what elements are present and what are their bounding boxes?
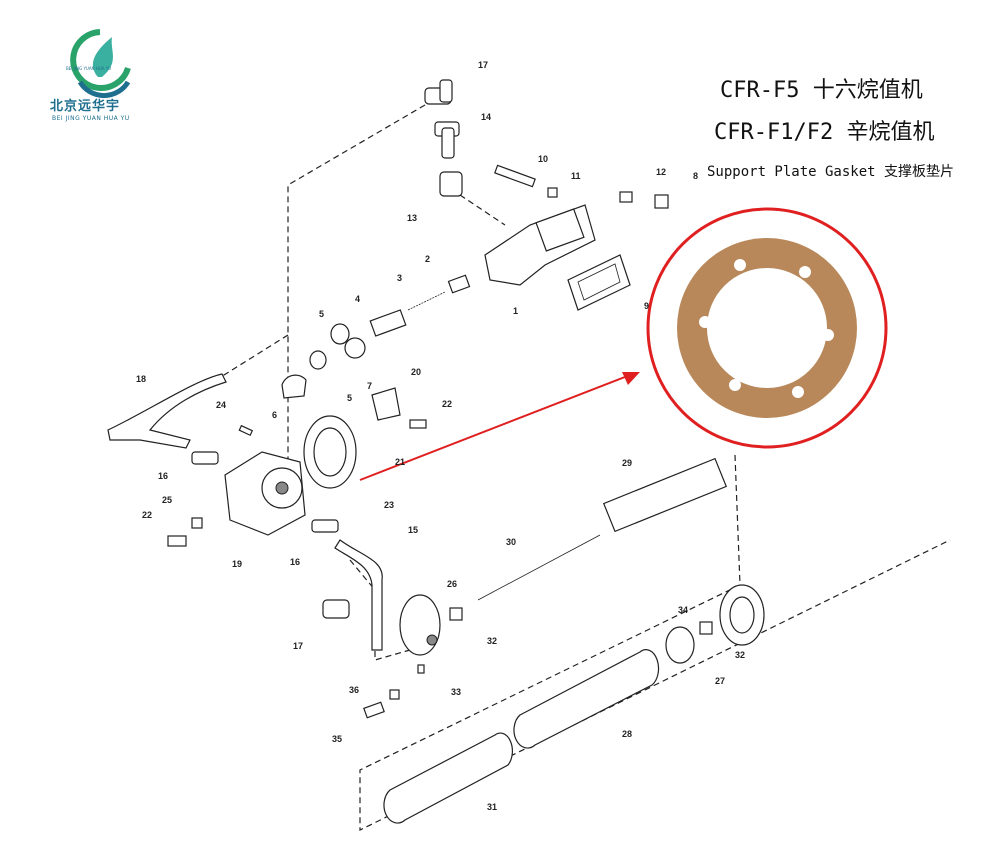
label: 7 — [367, 381, 372, 391]
part-cover-26 — [399, 594, 441, 656]
label: 5 — [347, 393, 352, 403]
part-gasket-34 — [719, 584, 765, 646]
part-bolt-10 — [494, 164, 536, 188]
part-pump-body-19 — [224, 451, 306, 536]
label: 1 — [513, 306, 518, 316]
label: 26 — [447, 579, 457, 589]
part-fitting-16 — [191, 451, 219, 465]
part-pin-24 — [238, 424, 254, 437]
part-elbow-13 — [439, 171, 463, 197]
label: 32 — [487, 636, 497, 646]
part-cap-8 — [654, 194, 669, 209]
part-screw-22b — [167, 535, 187, 547]
part-nut-11 — [547, 187, 558, 198]
label: 28 — [622, 729, 632, 739]
part-plug-27 — [665, 626, 695, 664]
part-screw-35 — [363, 701, 385, 719]
title-line-2: CFR-F1/F2 辛烷值机 — [714, 120, 935, 145]
label: 3 — [397, 273, 402, 283]
part-fitting-16b — [311, 519, 339, 533]
part-washer-5b — [309, 350, 327, 370]
logo-name-cn: 北京远华宇 — [50, 99, 121, 114]
assembly-line — [287, 104, 426, 470]
part-washer-5 — [330, 323, 350, 345]
label: 29 — [622, 458, 632, 468]
part-support-plate-gasket-23 — [303, 415, 357, 489]
label: 18 — [136, 374, 146, 384]
part-spring-29 — [602, 457, 728, 533]
label: 4 — [355, 294, 360, 304]
label: 33 — [451, 687, 461, 697]
label: 34 — [678, 605, 688, 615]
part-pin-33 — [417, 664, 425, 674]
part-tube-18 — [107, 373, 227, 449]
label: 10 — [538, 154, 548, 164]
arrowhead — [622, 372, 640, 385]
label: 5 — [319, 309, 324, 319]
label: 32 — [735, 650, 745, 660]
part-nut-12 — [619, 191, 633, 203]
part-gasket-9 — [567, 254, 631, 311]
part-washer-25 — [191, 517, 203, 529]
part-rod-30 — [477, 534, 601, 601]
label: 14 — [481, 112, 491, 122]
label: 11 — [571, 171, 581, 181]
label: 16 — [290, 557, 300, 567]
part-elbow-17 — [424, 79, 453, 105]
part-labels: 17 14 10 11 12 8 13 2 3 4 1 9 5 7 5 6 20… — [136, 60, 745, 812]
label: 15 — [408, 525, 418, 535]
part-cap-6 — [281, 374, 307, 399]
label: 27 — [715, 676, 725, 686]
title-line-3: Support Plate Gasket 支撑板垫片 — [707, 164, 955, 180]
label: 2 — [425, 254, 430, 264]
part-housing-1 — [484, 204, 596, 286]
part-spring-4 — [369, 309, 407, 337]
part-tube-15 — [334, 539, 383, 651]
title-line-1: CFR-F5 十六烷值机 — [720, 78, 923, 103]
label: 24 — [216, 400, 226, 410]
logo-name-en: BEI JING YUAN HUA YU — [52, 115, 130, 122]
part-nut-32 — [449, 607, 463, 621]
label: 16 — [158, 471, 168, 481]
label: 36 — [349, 685, 359, 695]
part-sleeve-2 — [447, 274, 471, 294]
label: 25 — [162, 495, 172, 505]
part-screw-22 — [409, 419, 427, 429]
label: 17 — [478, 60, 488, 70]
label: 20 — [411, 367, 421, 377]
label: 19 — [232, 559, 242, 569]
company-logo — [40, 22, 160, 132]
label: 12 — [656, 167, 666, 177]
part-tube-28 — [513, 649, 660, 749]
assembly-line — [199, 334, 289, 391]
label: 22 — [442, 399, 452, 409]
label: 31 — [487, 802, 497, 812]
label: 9 — [644, 301, 649, 311]
part-tube-31 — [383, 732, 513, 824]
label: 21 — [395, 457, 405, 467]
label: 13 — [407, 213, 417, 223]
label: 30 — [506, 537, 516, 547]
gasket-photo — [677, 238, 857, 418]
part-nut-32b — [699, 621, 713, 635]
label: 22 — [142, 510, 152, 520]
part-nut-7 — [344, 337, 366, 359]
part-tee-14 — [434, 121, 460, 159]
highlight-arrow — [359, 374, 631, 481]
logo-emblem-text: BEI JING YUAN HUA YU — [66, 66, 112, 71]
label: 8 — [693, 171, 698, 181]
part-knob-20 — [371, 387, 401, 421]
part-elbow-17b — [322, 599, 350, 619]
part-washer-36 — [389, 689, 400, 700]
label: 35 — [332, 734, 342, 744]
label: 23 — [384, 500, 394, 510]
label: 6 — [272, 410, 277, 420]
part-spring-3 — [407, 291, 446, 311]
label: 17 — [293, 641, 303, 651]
assembly-line — [459, 194, 506, 226]
